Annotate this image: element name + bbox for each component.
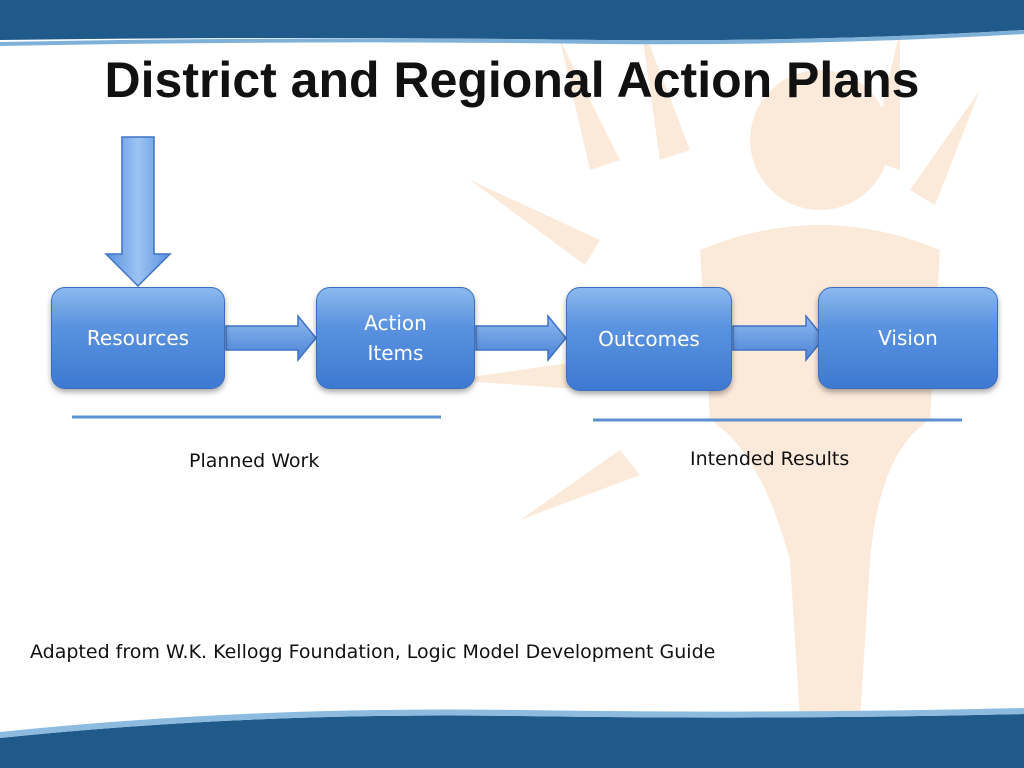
node-label: Vision [878,326,938,350]
node-action-items: Action Items [316,287,475,389]
top-band [0,0,1024,41]
node-label: Resources [86,326,190,350]
arrow-action-items-to-outcomes [475,313,567,363]
node-outcomes: Outcomes [566,287,732,391]
top-band-accent [0,30,1024,46]
bottom-band [0,714,1024,768]
arrow-outcomes-to-vision [732,313,825,363]
node-resources: Resources [51,287,225,389]
source-credit: Adapted from W.K. Kellogg Foundation, Lo… [30,641,716,663]
node-label: Action Items [364,311,427,365]
group-label-planned-work: Planned Work [189,450,320,472]
node-label: Outcomes [598,327,700,351]
arrow-resources-to-action-items [225,313,317,363]
node-vision: Vision [818,287,998,389]
group-label-intended-results: Intended Results [690,448,850,470]
bottom-band-accent [0,708,1024,738]
page-title: District and Regional Action Plans [104,52,920,108]
input-down-arrow [104,136,172,288]
